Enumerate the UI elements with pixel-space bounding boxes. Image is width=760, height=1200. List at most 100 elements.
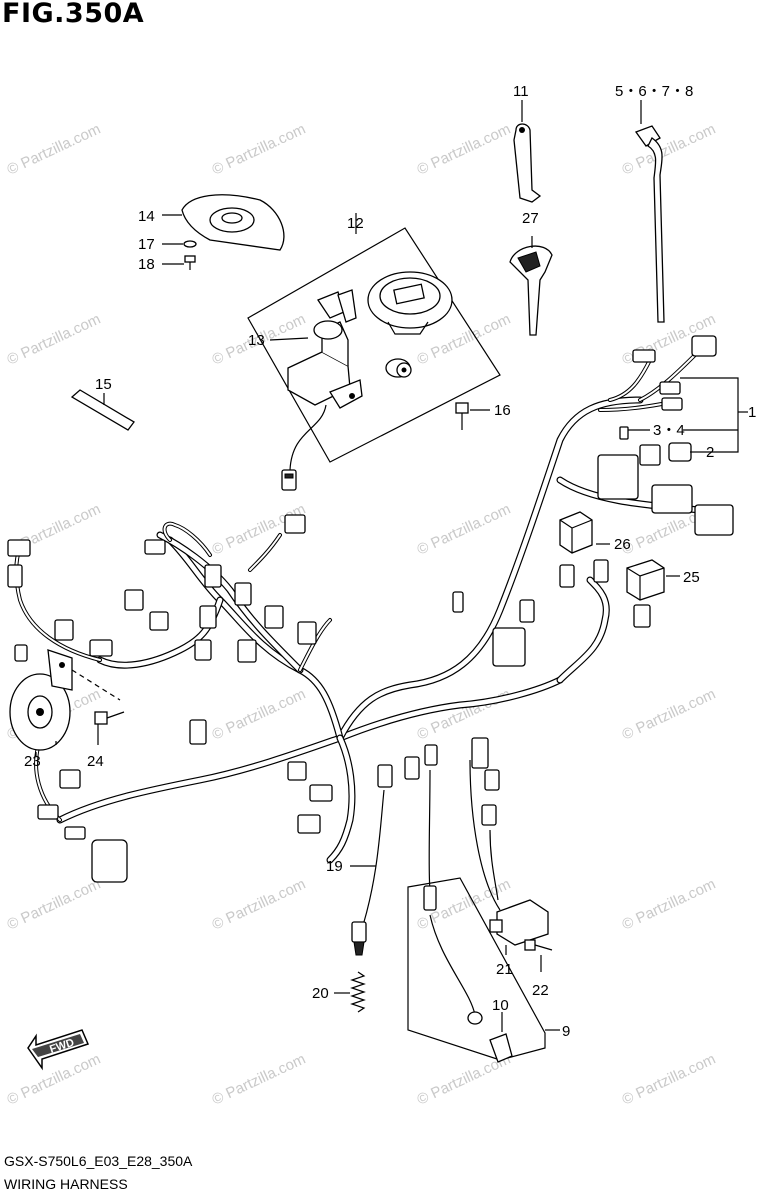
- connector: [89, 639, 113, 657]
- watermark: © Partzilla.com: [5, 311, 104, 369]
- spring-20-icon: [334, 971, 366, 1013]
- callout-12: 12: [347, 215, 364, 232]
- watermark: © Partzilla.com: [5, 1051, 104, 1109]
- watermark: © Partzilla.com: [620, 876, 719, 934]
- connector: [481, 804, 497, 826]
- strip-15-icon: [70, 389, 135, 431]
- connector: [144, 539, 166, 555]
- callout-10: 10: [492, 997, 509, 1014]
- connector: [471, 737, 489, 769]
- figure-title: FIG.350A: [2, 0, 145, 29]
- connector: [659, 381, 681, 395]
- connector: [651, 484, 693, 514]
- connector: [237, 639, 257, 663]
- connector: [404, 756, 420, 780]
- connector: [694, 504, 734, 536]
- connector: [54, 619, 74, 641]
- cover-14-icon: [162, 194, 285, 251]
- watermark: © Partzilla.com: [620, 686, 719, 744]
- ignition-switch-icon: [281, 289, 363, 491]
- cap-icon: [668, 442, 692, 462]
- fuse-icon: [619, 426, 629, 440]
- bolt-22-icon: [524, 939, 553, 972]
- relay-icon: [559, 511, 665, 601]
- callout-27: 27: [522, 210, 539, 227]
- connector: [559, 564, 575, 588]
- watermark: © Partzilla.com: [210, 121, 309, 179]
- watermark: © Partzilla.com: [5, 121, 104, 179]
- connector: [519, 599, 535, 623]
- callout-1: 1: [748, 404, 756, 421]
- callout-20: 20: [312, 985, 329, 1002]
- watermarks: © Partzilla.com © Partzilla.com © Partzi…: [5, 121, 719, 1109]
- connector: [234, 582, 252, 606]
- callout-17: 17: [138, 236, 155, 253]
- ignition-set-group: [247, 213, 501, 491]
- fuel-cap-icon: [367, 271, 453, 335]
- bolt-24-icon: [94, 711, 125, 745]
- connector: [281, 469, 297, 491]
- connector: [7, 564, 23, 588]
- callout-14: 14: [138, 208, 155, 225]
- connector: [633, 604, 651, 628]
- callout-16: 16: [494, 402, 511, 419]
- connector: [199, 605, 217, 629]
- lock-cylinder-icon: [385, 358, 412, 378]
- callout-24: 24: [87, 753, 104, 770]
- watermark: © Partzilla.com: [5, 876, 104, 934]
- watermark: © Partzilla.com: [210, 686, 309, 744]
- connector: [7, 539, 31, 557]
- connector: [37, 804, 59, 820]
- callout-19: 19: [326, 858, 343, 875]
- neutral-switch-icon: [489, 899, 549, 955]
- connector: [424, 744, 438, 766]
- callout-9: 9: [562, 1023, 570, 1040]
- callout-15: 15: [95, 376, 112, 393]
- connector: [452, 591, 464, 613]
- connector: [632, 349, 656, 363]
- model-code: GSX-S750L6_E03_E28_350A: [4, 1153, 193, 1169]
- connector: [377, 764, 393, 788]
- connector: [149, 611, 169, 631]
- sensor-19-icon: [350, 865, 376, 956]
- connector: [639, 444, 661, 466]
- callout-26: 26: [614, 536, 631, 553]
- connector: [124, 589, 144, 611]
- connector: [91, 839, 128, 883]
- connector: [297, 814, 321, 834]
- clamp-11-icon: [513, 100, 542, 203]
- connector: [484, 769, 500, 791]
- connector: [593, 559, 609, 583]
- watermark: © Partzilla.com: [210, 1051, 309, 1109]
- watermark: © Partzilla.com: [620, 1051, 719, 1109]
- washer-17-icon: [162, 240, 197, 248]
- watermark: © Partzilla.com: [415, 121, 514, 179]
- bolt-16-icon: [455, 402, 490, 430]
- connector: [189, 719, 207, 745]
- ignition-set-box: [247, 227, 501, 463]
- connector: [284, 514, 306, 534]
- callout-22: 22: [532, 982, 549, 999]
- main-harness: [14, 348, 704, 1016]
- callout-5-6-7-8: 5・6・7・8: [615, 83, 693, 100]
- figure-name: WIRING HARNESS: [4, 1176, 128, 1192]
- callout-18: 18: [138, 256, 155, 273]
- connector: [691, 335, 717, 357]
- callout-2: 2: [706, 444, 714, 461]
- lead-9-group: [407, 877, 560, 1063]
- connector: [14, 644, 28, 662]
- connector: [492, 627, 526, 667]
- watermark: © Partzilla.com: [415, 501, 514, 559]
- connector: [204, 564, 222, 588]
- callout-11: 11: [513, 83, 529, 100]
- callout-21: 21: [496, 961, 513, 978]
- screw-18-icon: [162, 255, 196, 270]
- connector: [309, 784, 333, 802]
- connector: [661, 397, 683, 411]
- callout-25: 25: [683, 569, 700, 586]
- watermark: © Partzilla.com: [620, 121, 719, 179]
- connector: [264, 605, 284, 629]
- callout-13: 13: [248, 332, 265, 349]
